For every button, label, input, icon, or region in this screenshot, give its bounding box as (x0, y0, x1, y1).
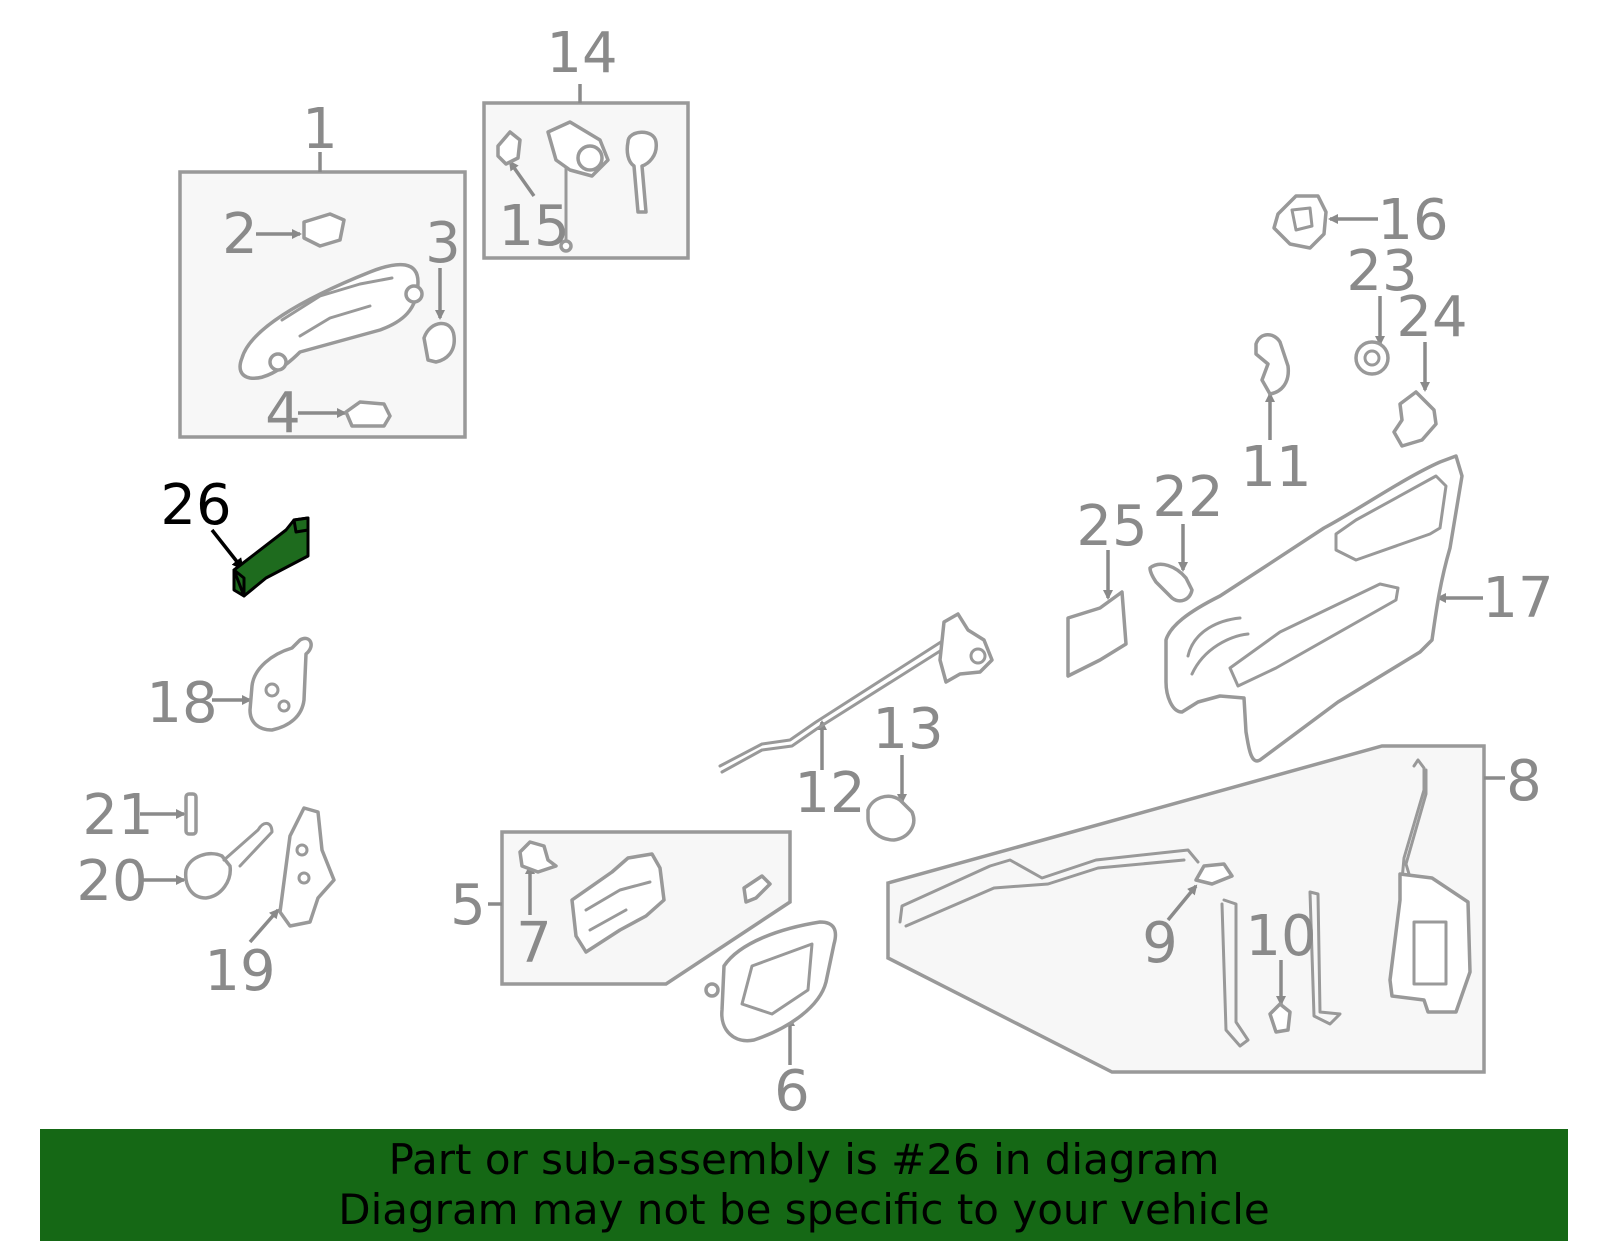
part-2-clip (302, 212, 346, 248)
callout-4: 4 (265, 381, 301, 446)
part-3-bracket (422, 321, 456, 364)
part-18-latch-cover (248, 636, 313, 732)
part-20-actuator (183, 851, 232, 900)
part-8-lock-assembly (1388, 872, 1472, 1014)
part-12-bracket (938, 612, 994, 684)
part-11-cover (1254, 333, 1291, 396)
part-info-banner: Part or sub-assembly is #26 in diagram D… (40, 1129, 1568, 1241)
callout-15: 15 (498, 194, 569, 259)
callout-3: 3 (425, 211, 461, 276)
callout-9: 9 (1142, 911, 1178, 976)
callout-25: 25 (1076, 494, 1147, 559)
part-13-clip (866, 794, 916, 842)
part-19-latch (278, 806, 336, 928)
part-10-clip (1268, 1002, 1292, 1034)
callout-5: 5 (450, 873, 486, 938)
callout-12: 12 (794, 761, 865, 826)
group-box-8 (886, 744, 1486, 1074)
banner-line-2: Diagram may not be specific to your vehi… (338, 1185, 1270, 1234)
part-8-rod-3 (1308, 890, 1342, 1026)
part-4-pad (344, 400, 392, 428)
callout-21: 21 (82, 783, 153, 848)
callout-22: 22 (1152, 465, 1223, 530)
part-8-rod (898, 848, 1200, 928)
part-26-highlighted (232, 516, 310, 598)
callout-14: 14 (546, 21, 617, 86)
callout-13: 13 (872, 697, 943, 762)
part-7-clip (518, 840, 558, 874)
callout-7: 7 (516, 911, 552, 976)
callout-23: 23 (1346, 239, 1417, 304)
callout-6: 6 (774, 1059, 810, 1124)
part-16-clip (1272, 194, 1328, 250)
part-23-grommet (1354, 340, 1390, 376)
part-24-bracket (1392, 390, 1438, 448)
callout-16: 16 (1377, 188, 1448, 253)
callout-19: 19 (204, 939, 275, 1004)
part-8-rod-2 (1220, 898, 1250, 1048)
group-box-14 (482, 101, 690, 260)
callout-18: 18 (146, 671, 217, 736)
callout-17: 17 (1482, 566, 1553, 631)
callout-2: 2 (222, 202, 258, 267)
part-25-pad (1066, 590, 1128, 678)
callout-20: 20 (76, 849, 147, 914)
part-key (625, 130, 658, 214)
part-5-small-clip (742, 874, 772, 904)
banner-line-1: Part or sub-assembly is #26 in diagram (388, 1135, 1220, 1184)
callout-24: 24 (1396, 285, 1467, 350)
part-8-latch-rod (1400, 758, 1428, 886)
part-21-pin (184, 792, 198, 836)
callout-10: 10 (1245, 904, 1316, 969)
part-6-inside-handle (720, 920, 838, 1043)
callout-8: 8 (1506, 749, 1542, 814)
callout-26-highlighted: 26 (160, 473, 231, 538)
part-15-clip (496, 130, 522, 166)
callout-11: 11 (1240, 435, 1311, 500)
callout-1: 1 (302, 97, 338, 162)
part-12-rod (718, 638, 950, 774)
part-9-clip (1194, 862, 1234, 886)
part-22-plug (1148, 562, 1194, 603)
